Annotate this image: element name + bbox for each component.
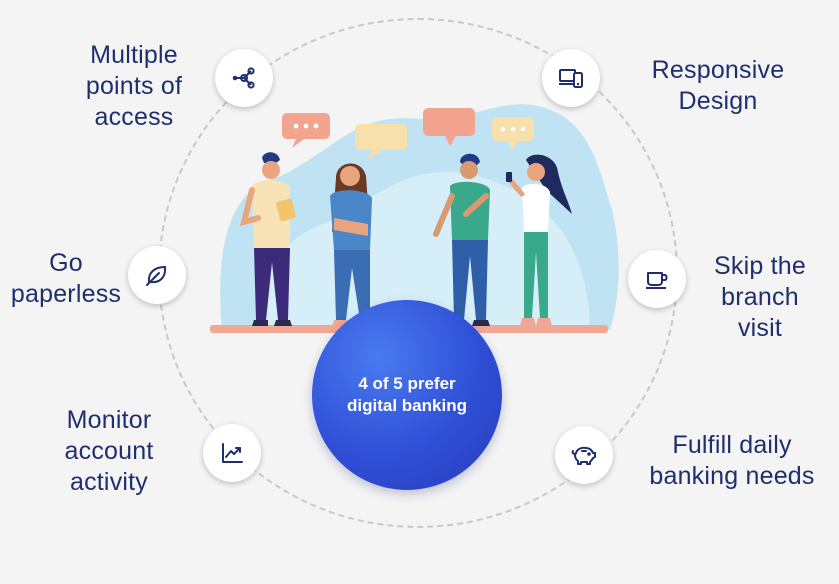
speech-bubble-2 [355,124,407,160]
leaf-icon [146,265,167,286]
feature-icon-button-responsive [542,49,600,107]
feature-icon-button-fulfill [555,426,613,484]
speech-bubble-1 [282,113,330,148]
network-nodes-icon [232,67,255,89]
person-with-clipboard [239,152,296,326]
feature-icon-button-monitor [203,424,261,482]
feature-icon-button-paperless [128,246,186,304]
center-statistic-circle: 4 of 5 prefer digital banking [312,300,502,490]
trend-chart-icon [222,443,243,463]
piggy-bank-icon [571,446,596,465]
feature-label-responsive-design: Responsive Design [651,56,785,115]
feature-label-monitor-activity: Monitor account activity [64,406,154,496]
feature-label-skip-branch: Skip the branch visit [714,252,806,342]
devices-icon [559,69,583,88]
feature-label-multiple-points: Multiple points of access [85,41,183,131]
feature-label-fulfill-needs: Fulfill daily banking needs [649,431,815,490]
feature-icon-button-access [215,49,273,107]
center-statistic-text: 4 of 5 prefer digital banking [347,374,467,415]
person-woman-arms-crossed [330,163,374,326]
feature-label-go-paperless: Go paperless [10,249,122,308]
speech-bubble-4 [492,117,534,150]
person-woman-with-phone [506,154,572,326]
feature-icon-button-skip-branch [628,250,686,308]
coffee-cup-icon [646,272,668,289]
speech-bubble-3 [423,108,475,146]
